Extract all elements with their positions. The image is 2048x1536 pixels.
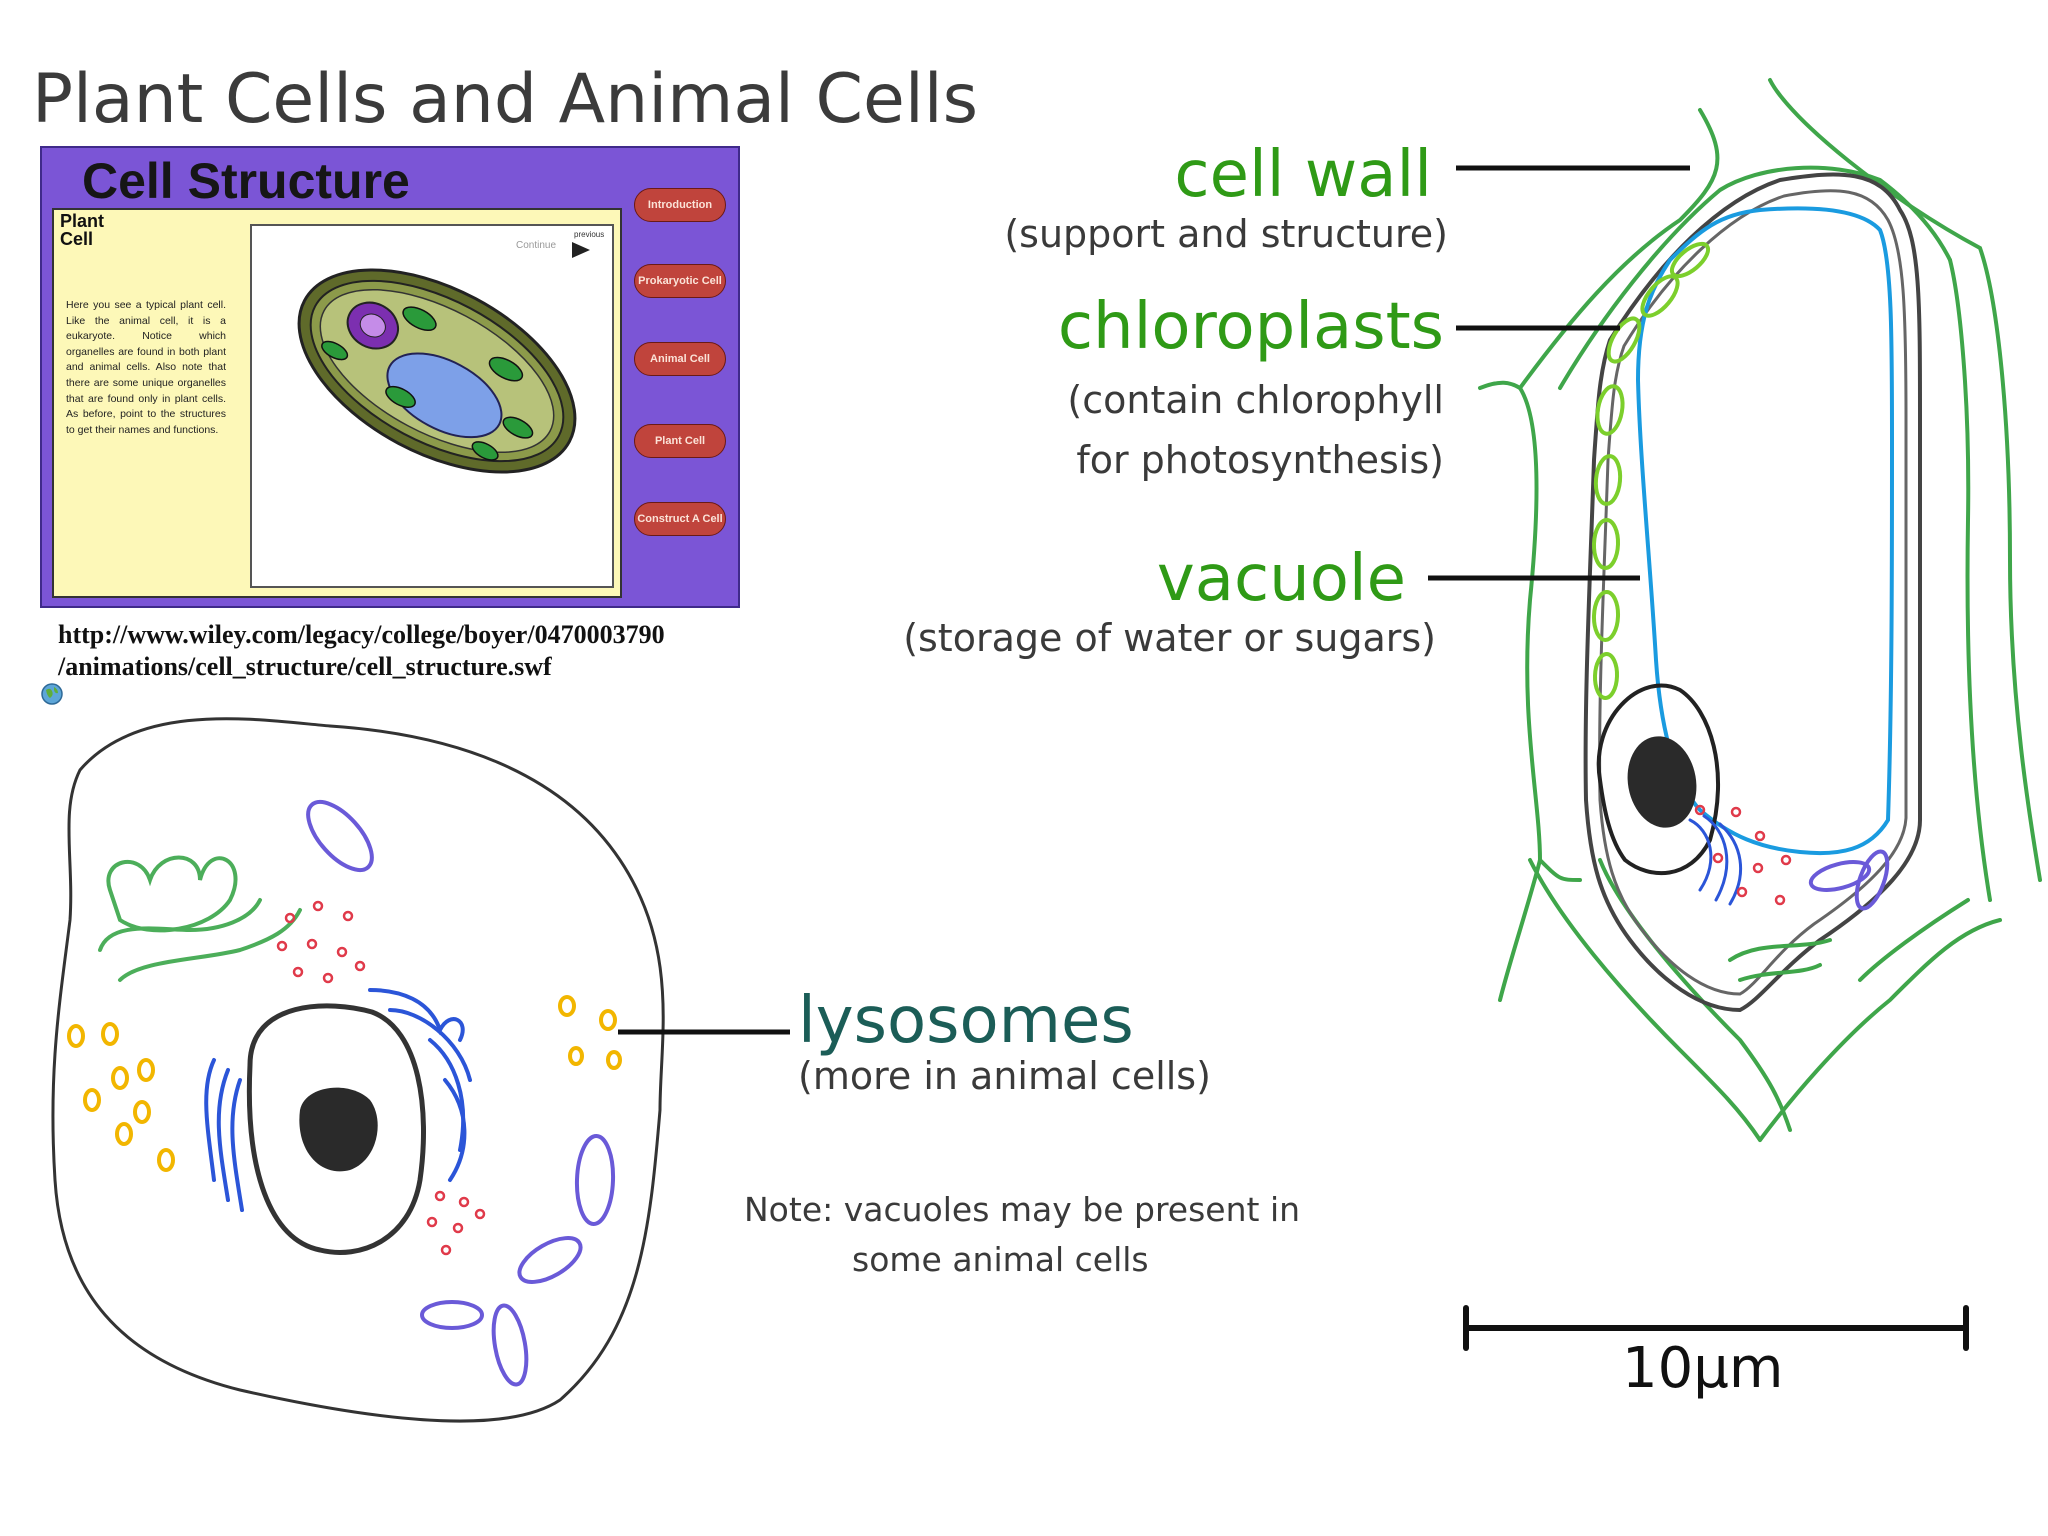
nav-button-animal-cell[interactable]: Animal Cell — [634, 342, 726, 376]
embed-nav: Introduction Prokaryotic Cell Animal Cel… — [630, 166, 734, 600]
vacuole-label: vacuole — [1156, 542, 1406, 616]
cell-wall-label: cell wall — [1174, 138, 1432, 212]
chloroplasts-label: chloroplasts — [1057, 290, 1444, 364]
plant-cell-thumbnail — [297, 268, 577, 474]
nav-button-construct-a-cell[interactable]: Construct A Cell — [634, 502, 726, 536]
embed-cell-canvas[interactable]: Continue previous — [250, 224, 614, 588]
next-arrow-icon[interactable] — [572, 242, 590, 258]
embed-panel-title: Plant Cell — [60, 211, 105, 249]
continue-link[interactable]: Continue — [516, 240, 557, 251]
previous-link[interactable]: previous — [574, 230, 605, 239]
plant-cell-diagram — [1428, 78, 2042, 1142]
animal-cell-diagram — [51, 717, 790, 1423]
lysosomes-label: lysosomes — [798, 984, 1134, 1058]
cell-wall-note: (support and structure) — [1004, 212, 1448, 256]
source-url-line-2[interactable]: /animations/cell_structure/cell_structur… — [58, 652, 552, 681]
slide-title: Plant Cells and Animal Cells — [32, 60, 979, 139]
embedded-animation-screenshot[interactable]: Cell Structure Plant Cell Here you see a… — [40, 146, 740, 608]
nav-button-prokaryotic-cell[interactable]: Prokaryotic Cell — [634, 264, 726, 298]
globe-icon[interactable] — [40, 682, 64, 706]
embed-content-panel: Plant Cell Here you see a typical plant … — [52, 208, 622, 598]
source-url-line-1[interactable]: http://www.wiley.com/legacy/college/boye… — [58, 620, 665, 649]
vacuole-note-line-1: Note: vacuoles may be present in — [744, 1190, 1301, 1229]
vacuole-note-line-2: some animal cells — [852, 1240, 1149, 1279]
embed-heading: Cell Structure — [82, 153, 410, 209]
vacuole-note: (storage of water or sugars) — [903, 616, 1436, 660]
scale-bar — [1463, 1305, 1969, 1351]
nav-button-plant-cell[interactable]: Plant Cell — [634, 424, 726, 458]
nav-button-introduction[interactable]: Introduction — [634, 188, 726, 222]
embed-description: Here you see a typical plant cell. Like … — [66, 299, 226, 436]
chloroplasts-note-line-1: (contain chlorophyll — [1067, 378, 1444, 422]
scale-bar-label: 10μm — [1622, 1336, 1784, 1401]
chloroplasts-note-line-2: for photosynthesis) — [1076, 438, 1444, 482]
lysosomes-note: (more in animal cells) — [798, 1054, 1211, 1098]
